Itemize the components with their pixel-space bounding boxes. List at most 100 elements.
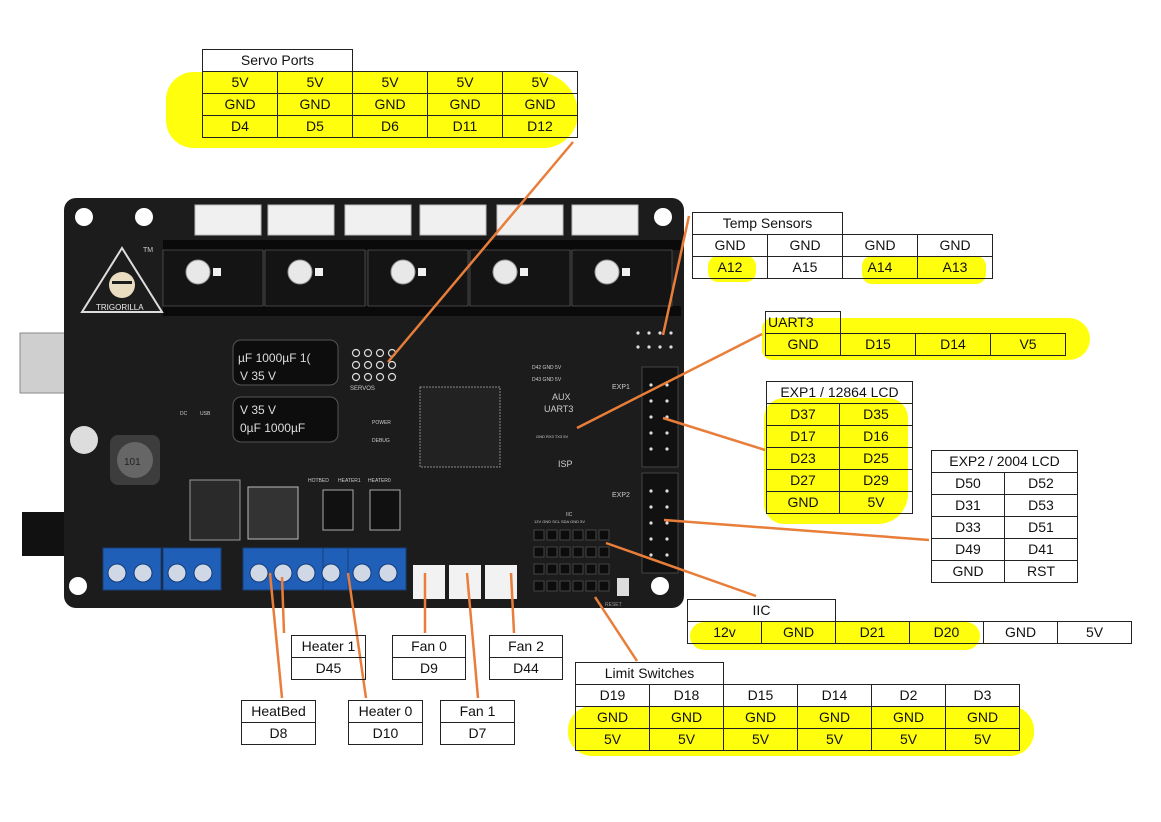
reset-button [617, 578, 629, 596]
endstop-pin [546, 529, 558, 541]
terminal-screw [167, 563, 187, 583]
servo-pin [363, 372, 373, 382]
svg-text:µF 1000µF 1(: µF 1000µF 1( [238, 351, 311, 365]
stepper-driver [162, 249, 264, 307]
svg-text:UART3: UART3 [544, 404, 573, 414]
servo-pin [375, 372, 385, 382]
servo-pin [387, 372, 397, 382]
endstop-connector [194, 204, 262, 236]
svg-text:HEATER0: HEATER0 [368, 478, 391, 484]
servo-pin [363, 360, 373, 370]
svg-text:ISP: ISP [558, 459, 573, 469]
endstop-pin [533, 563, 545, 575]
exp2-pin [649, 489, 653, 493]
terminal-screw [352, 563, 372, 583]
servo-pin [363, 348, 373, 358]
driver-capacitor [185, 259, 211, 285]
svg-text:USB: USB [200, 411, 211, 417]
endstop-pin [546, 580, 558, 592]
leader-arrow [605, 541, 757, 598]
driver-capacitor [492, 259, 518, 285]
driver-chip [520, 268, 528, 276]
svg-text:IIC: IIC [566, 512, 573, 518]
endstop-pin [559, 563, 571, 575]
exp2-pin [665, 489, 669, 493]
svg-text:POWER: POWER [372, 420, 391, 426]
exp2-pin [649, 553, 653, 557]
fan1-label: Fan 1 D7 [440, 700, 515, 745]
exp2-pin [649, 505, 653, 509]
terminal-screw [296, 563, 316, 583]
heatbed-label: HeatBed D8 [241, 700, 316, 745]
exp1-pin [665, 383, 669, 387]
endstop-pin [585, 546, 597, 558]
endstop-pin [572, 529, 584, 541]
svg-text:HEATER1: HEATER1 [338, 478, 361, 484]
fan1-connector [449, 565, 481, 599]
svg-text:TM: TM [143, 247, 153, 254]
leader-arrow [509, 572, 516, 634]
terminal-screw [378, 563, 398, 583]
endstop-pin [598, 563, 610, 575]
endstop-connector [571, 204, 639, 236]
endstop-pin [559, 546, 571, 558]
mount-hole [69, 577, 87, 595]
stepper-driver [367, 249, 469, 307]
endstop-pin [546, 563, 558, 575]
table-title: EXP2 / 2004 LCD [931, 450, 1078, 473]
heater1-label: Heater 1 D45 [291, 635, 366, 680]
table-title: EXP1 / 12864 LCD [766, 381, 913, 404]
svg-text:EXP1: EXP1 [612, 384, 630, 391]
exp2-pin [665, 521, 669, 525]
leader-arrow [593, 596, 639, 662]
endstop-connector [344, 204, 412, 236]
servo-pin [387, 360, 397, 370]
mount-hole [651, 577, 669, 595]
driver-capacitor [390, 259, 416, 285]
stepper-driver [264, 249, 366, 307]
capacitor-1000uf [232, 339, 339, 386]
endstop-pin [585, 529, 597, 541]
driver-chip [315, 268, 323, 276]
exp1-pin [665, 447, 669, 451]
exp1-pin [649, 431, 653, 435]
endstop-pin [598, 529, 610, 541]
mount-hole [135, 208, 153, 226]
endstop-pin [546, 546, 558, 558]
leader-arrow [268, 572, 284, 699]
svg-text:HOTBED: HOTBED [308, 478, 329, 484]
servo-pin [351, 348, 361, 358]
mount-hole [654, 208, 672, 226]
table-title: IIC [687, 599, 836, 622]
leader-arrow [465, 572, 480, 699]
svg-text:D43 GND 5V: D43 GND 5V [532, 377, 562, 383]
endstop-pin [533, 546, 545, 558]
fan0-connector [413, 565, 445, 599]
svg-text:0µF 1000µF: 0µF 1000µF [240, 421, 305, 435]
exp1-pin [649, 415, 653, 419]
svg-text:AUX: AUX [552, 392, 571, 402]
svg-text:DC: DC [180, 411, 188, 417]
temp-pin [669, 345, 673, 349]
table-title: Limit Switches [575, 662, 724, 685]
terminal-screw [133, 563, 153, 583]
endstop-pin [572, 546, 584, 558]
temp-pin [636, 345, 640, 349]
temp-pin [658, 345, 662, 349]
exp2-pin [649, 521, 653, 525]
